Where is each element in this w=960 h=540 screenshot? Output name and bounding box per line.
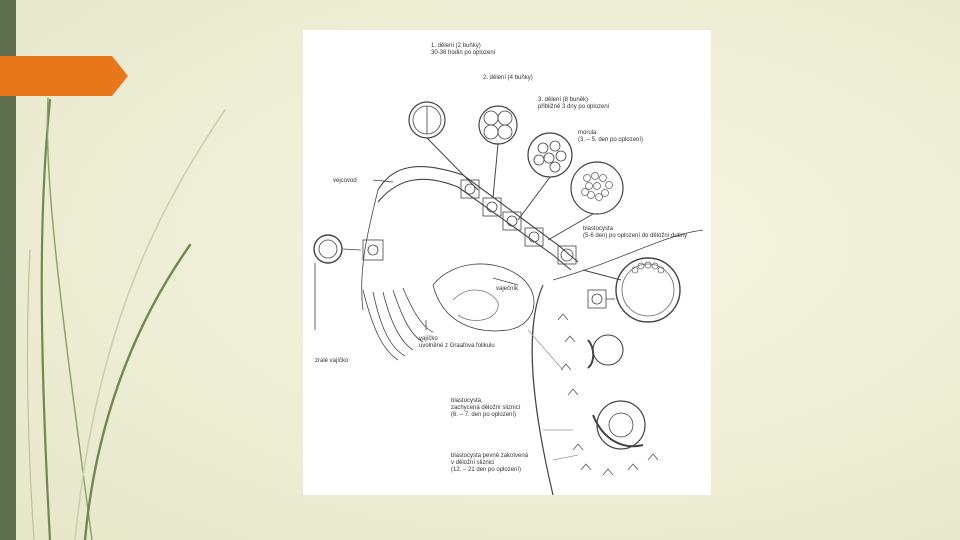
- label-released-egg: vajíčko uvolněné z Graafova folikulu: [419, 336, 495, 350]
- label-mature-egg: zralé vajíčko: [315, 358, 348, 365]
- label-blastocyst: blastocysta (5-6 den) po oplození do děl…: [583, 226, 687, 240]
- embryo-development-diagram: 1. dělení (2 buňky) 30-36 hodin po oploz…: [303, 30, 711, 495]
- label-oviduct: vejcovod: [333, 178, 357, 185]
- label-attached-blastocyst: blastocysta, zachycená děložní sliznicí …: [451, 398, 520, 419]
- label-morula: morula (3. – 5. den po oplození): [578, 130, 643, 144]
- label-ovary: vaječník: [496, 286, 518, 293]
- label-embedded-blastocyst: blastocysta pevně zakotvená v děložní sl…: [451, 453, 528, 474]
- label-second-division: 2. dělení (4 buňky): [483, 75, 533, 82]
- label-third-division: 3. dělení (8 buněk) přibližně 3 dny po o…: [538, 97, 609, 111]
- orange-arrow-banner: [0, 56, 128, 96]
- diagram-drawing: [303, 30, 711, 495]
- label-first-division: 1. dělení (2 buňky) 30-36 hodin po oploz…: [431, 43, 495, 57]
